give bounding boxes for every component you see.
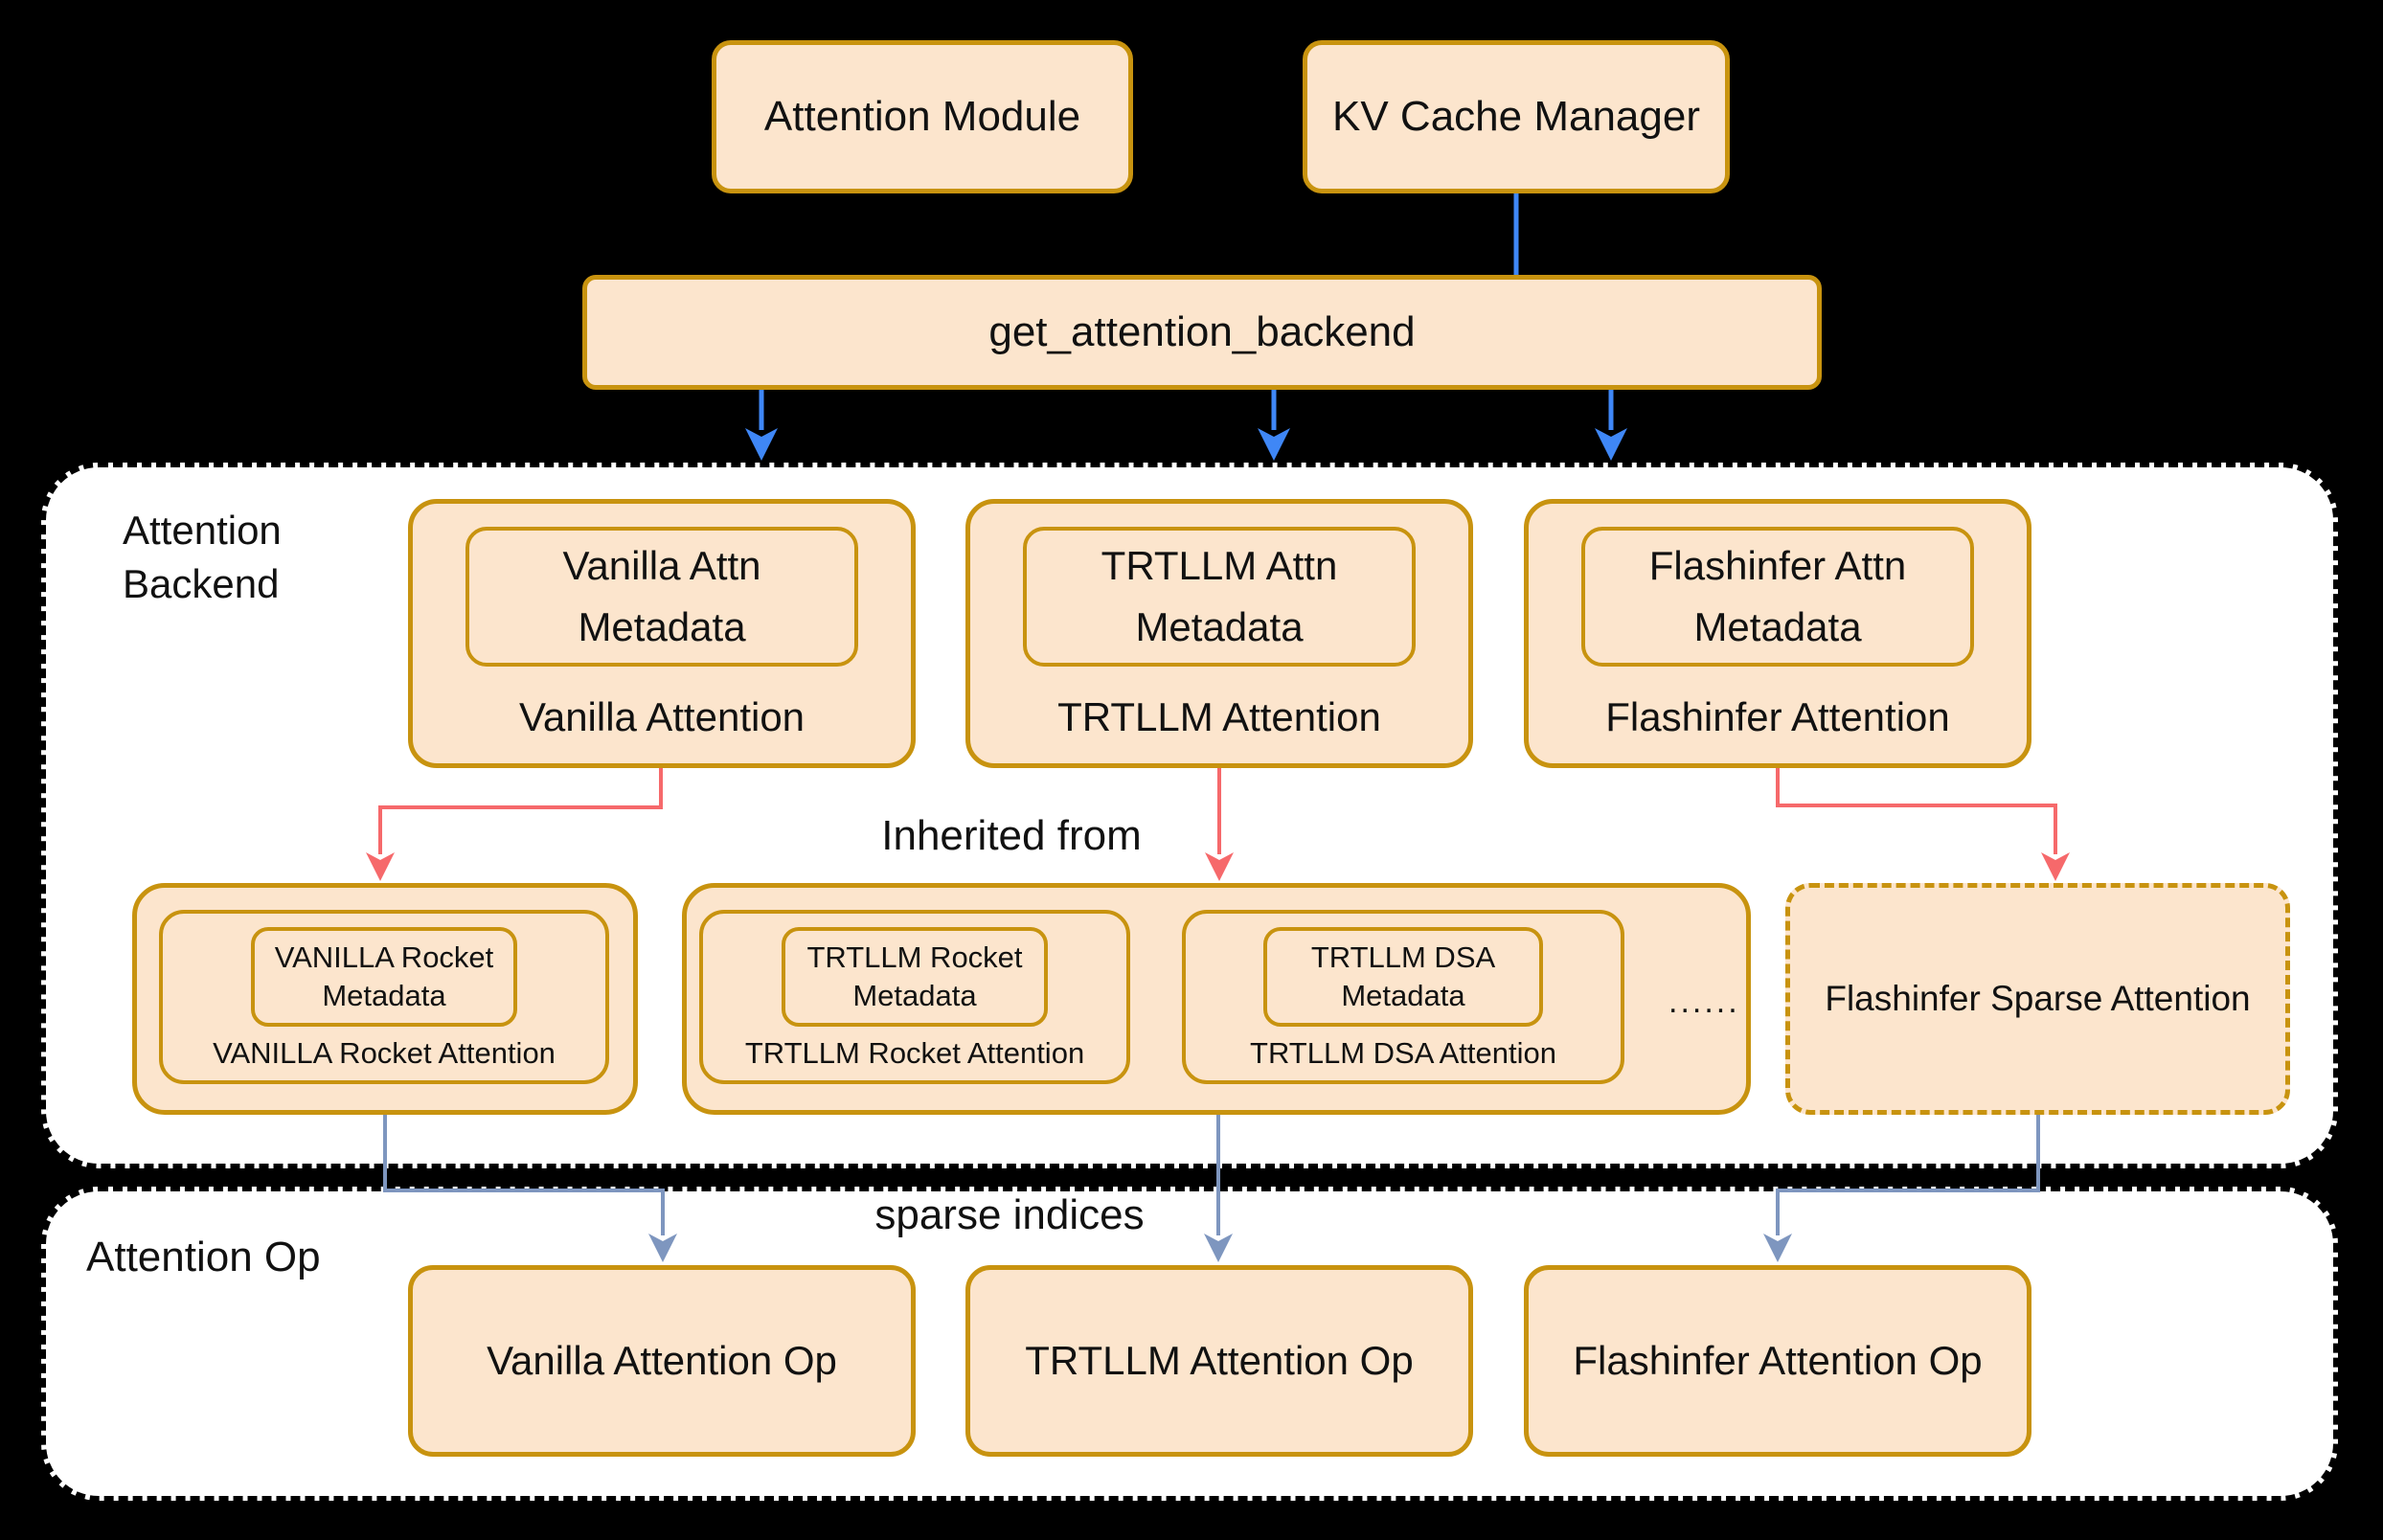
backend-section-title-line1: Attention	[123, 508, 282, 553]
trtllm-attn-metadata-line1: TRTLLM Attn	[1101, 543, 1338, 588]
trtllm-attention-label: TRTLLM Attention	[1057, 694, 1381, 739]
flashinfer-attn-metadata-box: Flashinfer Attn Metadata	[1581, 527, 1974, 667]
more-backends-ellipsis: ......	[1668, 984, 1740, 1020]
trtllm-attention-op-box: TRTLLM Attention Op	[965, 1265, 1473, 1457]
kv-cache-manager-label: KV Cache Manager	[1332, 93, 1700, 140]
inherited-from-label: Inherited from	[881, 812, 1142, 859]
trtllm-dsa-attention-box: TRTLLM DSA Metadata TRTLLM DSA Attention	[1182, 910, 1624, 1084]
trtllm-rocket-attention-label: TRTLLM Rocket Attention	[744, 1036, 1085, 1070]
backend-section-title-line2: Backend	[123, 560, 280, 606]
backend-arrow-vanilla-head	[745, 428, 778, 461]
trtllm-rocket-metadata-line1: TRTLLM Rocket	[806, 940, 1023, 974]
backend-section-title: Attention Backend	[123, 504, 282, 611]
backend-arrow-trtllm-head	[1258, 428, 1290, 461]
trtllm-dsa-metadata-line1: TRTLLM DSA	[1310, 940, 1496, 974]
get-attention-backend-box: get_attention_backend	[582, 275, 1822, 390]
trtllm-dsa-attention-label: TRTLLM DSA Attention	[1250, 1036, 1556, 1070]
trtllm-subclass-group: TRTLLM Rocket Metadata TRTLLM Rocket Att…	[682, 883, 1751, 1115]
flashinfer-attention-label: Flashinfer Attention	[1605, 694, 1950, 739]
flashinfer-attention-op-box: Flashinfer Attention Op	[1524, 1265, 2031, 1457]
flashinfer-attention-op-label: Flashinfer Attention Op	[1573, 1338, 1983, 1383]
vanilla-rocket-metadata-box: VANILLA Rocket Metadata	[251, 927, 517, 1027]
trtllm-dsa-metadata-box: TRTLLM DSA Metadata	[1263, 927, 1543, 1027]
vanilla-rocket-group: VANILLA Rocket Metadata VANILLA Rocket A…	[132, 883, 638, 1115]
trtllm-rocket-attention-box: TRTLLM Rocket Metadata TRTLLM Rocket Att…	[699, 910, 1130, 1084]
flashinfer-attn-metadata-line2: Metadata	[1693, 604, 1862, 649]
trtllm-attention-op-label: TRTLLM Attention Op	[1025, 1338, 1414, 1383]
trtllm-rocket-metadata-line2: Metadata	[852, 979, 977, 1012]
attention-module-box: Attention Module	[712, 40, 1133, 193]
vanilla-rocket-attention-label: VANILLA Rocket Attention	[213, 1036, 556, 1070]
kv-cache-manager-box: KV Cache Manager	[1303, 40, 1730, 193]
vanilla-attention-op-label: Vanilla Attention Op	[487, 1338, 837, 1383]
flashinfer-sparse-attention-label: Flashinfer Sparse Attention	[1825, 979, 2251, 1018]
trtllm-dsa-metadata-line2: Metadata	[1341, 979, 1465, 1012]
flashinfer-attention-box: Flashinfer Attn Metadata Flashinfer Atte…	[1524, 499, 2031, 768]
vanilla-attention-box: Vanilla Attn Metadata Vanilla Attention	[408, 499, 916, 768]
vanilla-rocket-attention-box: VANILLA Rocket Metadata VANILLA Rocket A…	[159, 910, 609, 1084]
vanilla-attn-metadata-line2: Metadata	[578, 604, 746, 649]
flashinfer-attn-metadata-line1: Flashinfer Attn	[1648, 543, 1907, 588]
vanilla-attention-label: Vanilla Attention	[518, 694, 806, 739]
vanilla-attn-metadata-box: Vanilla Attn Metadata	[465, 527, 858, 667]
op-section-title: Attention Op	[86, 1234, 321, 1280]
trtllm-rocket-metadata-box: TRTLLM Rocket Metadata	[782, 927, 1048, 1027]
get-attention-backend-label: get_attention_backend	[988, 308, 1416, 355]
vanilla-attention-op-box: Vanilla Attention Op	[408, 1265, 916, 1457]
attention-module-label: Attention Module	[763, 93, 1081, 140]
trtllm-attention-box: TRTLLM Attn Metadata TRTLLM Attention	[965, 499, 1473, 768]
backend-arrow-flashinfer-head	[1595, 428, 1627, 461]
vanilla-rocket-metadata-line1: VANILLA Rocket	[274, 940, 494, 974]
sparse-indices-label: sparse indices	[874, 1191, 1145, 1238]
flashinfer-sparse-attention-box: Flashinfer Sparse Attention	[1785, 883, 2290, 1115]
trtllm-attn-metadata-box: TRTLLM Attn Metadata	[1023, 527, 1416, 667]
vanilla-attn-metadata-line1: Vanilla Attn	[562, 543, 761, 588]
trtllm-attn-metadata-line2: Metadata	[1135, 604, 1304, 649]
vanilla-rocket-metadata-line2: Metadata	[322, 979, 446, 1012]
